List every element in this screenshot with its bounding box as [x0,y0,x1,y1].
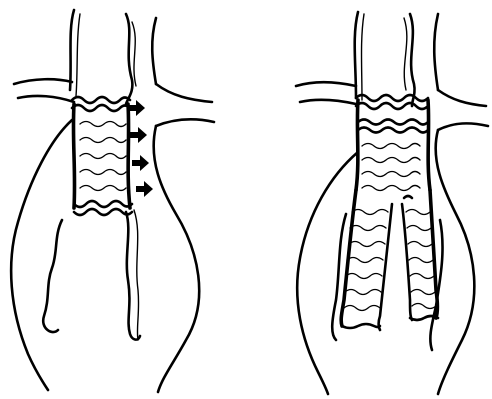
right-panel-stent-graft [341,95,438,330]
migration-arrow-icon [132,155,149,171]
migration-arrows [128,100,153,197]
migration-arrow-icon [128,100,145,116]
migration-arrow-icon [136,181,153,197]
migration-arrow-icon [130,127,147,143]
left-panel-stent-graft [72,97,132,215]
